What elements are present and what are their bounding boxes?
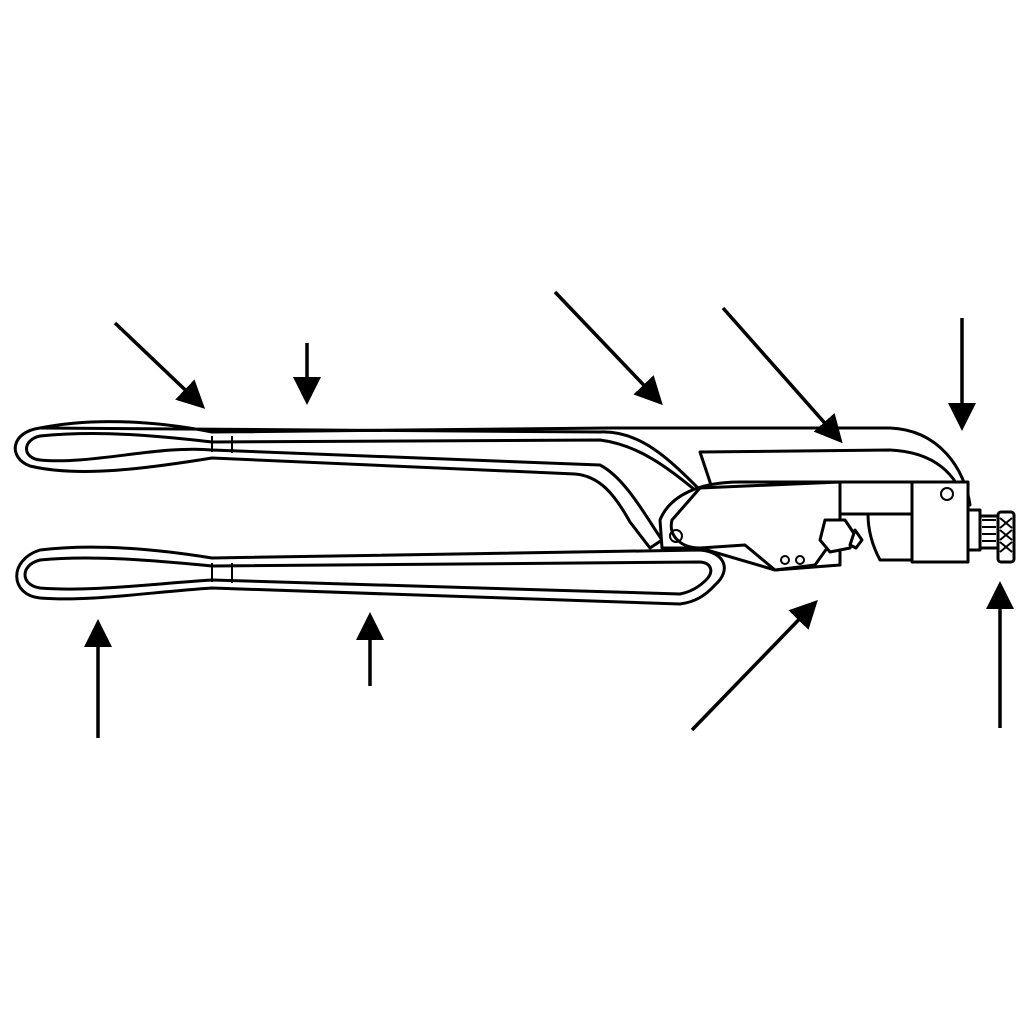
pointer-arrow xyxy=(721,306,843,444)
pointer-arrow xyxy=(553,290,663,406)
tool-head xyxy=(658,480,1016,572)
pointer-arrow xyxy=(113,321,206,409)
lower-handle xyxy=(15,545,726,606)
pointer-arrow xyxy=(690,599,818,732)
upper-handle xyxy=(13,420,972,550)
